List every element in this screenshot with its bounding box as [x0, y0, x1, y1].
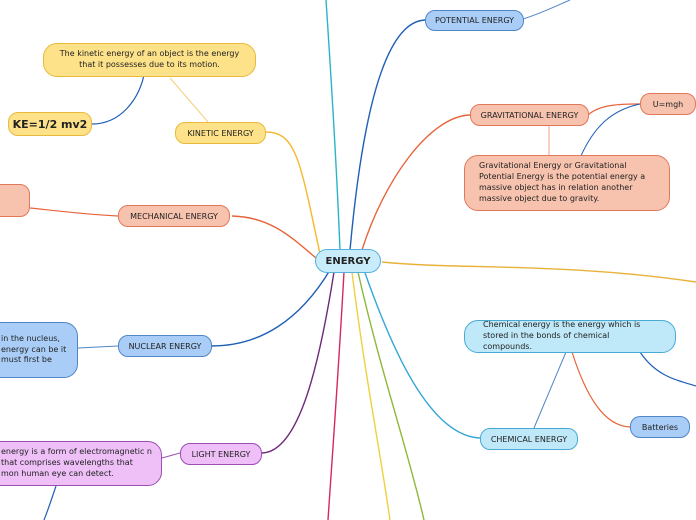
connector-light-down: [43, 485, 57, 520]
kinetic-note[interactable]: The kinetic energy of an object is the e…: [43, 43, 256, 77]
connector-up-teal: [325, 0, 341, 251]
connector-down-crimson: [327, 271, 345, 520]
connector-chemical-example: [571, 351, 631, 428]
connector-mechanical-note: [29, 207, 119, 217]
connector-mechanical: [231, 215, 317, 259]
connector-down-gold: [351, 271, 391, 520]
light-energy-node[interactable]: LIGHT ENERGY: [180, 443, 262, 465]
connector-kinetic: [265, 131, 321, 255]
chemical-note[interactable]: Chemical energy is the energy which is s…: [464, 320, 676, 353]
connector-potential-offscreen: [519, 0, 571, 21]
kinetic-formula-node[interactable]: KE=1/2 mv2: [8, 112, 92, 136]
nuclear-note-partial[interactable]: in the nucleus, energy can be it must fi…: [0, 322, 78, 378]
connector-nuclear-note: [77, 345, 119, 349]
connector-right-gold: [381, 261, 696, 283]
batteries-node[interactable]: Batteries: [630, 416, 690, 438]
connector-kinetic-note: [169, 77, 209, 123]
central-topic-energy[interactable]: ENERGY: [315, 249, 381, 273]
gravitational-formula-node[interactable]: U=mgh: [640, 93, 696, 115]
connector-chemical-offscreen: [639, 351, 696, 387]
connector-gravitational: [361, 114, 471, 251]
light-note-partial[interactable]: energy is a form of electromagnetic n th…: [0, 441, 162, 486]
potential-energy-node[interactable]: POTENTIAL ENERGY: [425, 10, 524, 31]
mechanical-note-partial[interactable]: [0, 184, 30, 217]
kinetic-energy-node[interactable]: KINETIC ENERGY: [175, 122, 266, 144]
connector-chemical-note: [533, 351, 567, 429]
connector-light: [261, 271, 335, 454]
chemical-energy-node[interactable]: CHEMICAL ENERGY: [480, 428, 578, 450]
nuclear-energy-node[interactable]: NUCLEAR ENERGY: [118, 335, 212, 357]
gravitational-energy-node[interactable]: GRAVITATIONAL ENERGY: [470, 104, 589, 126]
connector-light-note: [161, 452, 181, 459]
gravitational-note[interactable]: Gravitational Energy or Gravitational Po…: [464, 155, 670, 211]
connector-chemical: [363, 269, 481, 439]
connector-down-lime: [357, 271, 425, 520]
connector-formula-note: [579, 103, 641, 159]
connector-gravitational-formula: [587, 103, 641, 116]
mechanical-energy-node[interactable]: MECHANICAL ENERGY: [118, 205, 230, 227]
connector-kinetic-formula: [91, 69, 146, 125]
connector-potential: [349, 19, 427, 251]
connector-nuclear: [211, 269, 331, 347]
